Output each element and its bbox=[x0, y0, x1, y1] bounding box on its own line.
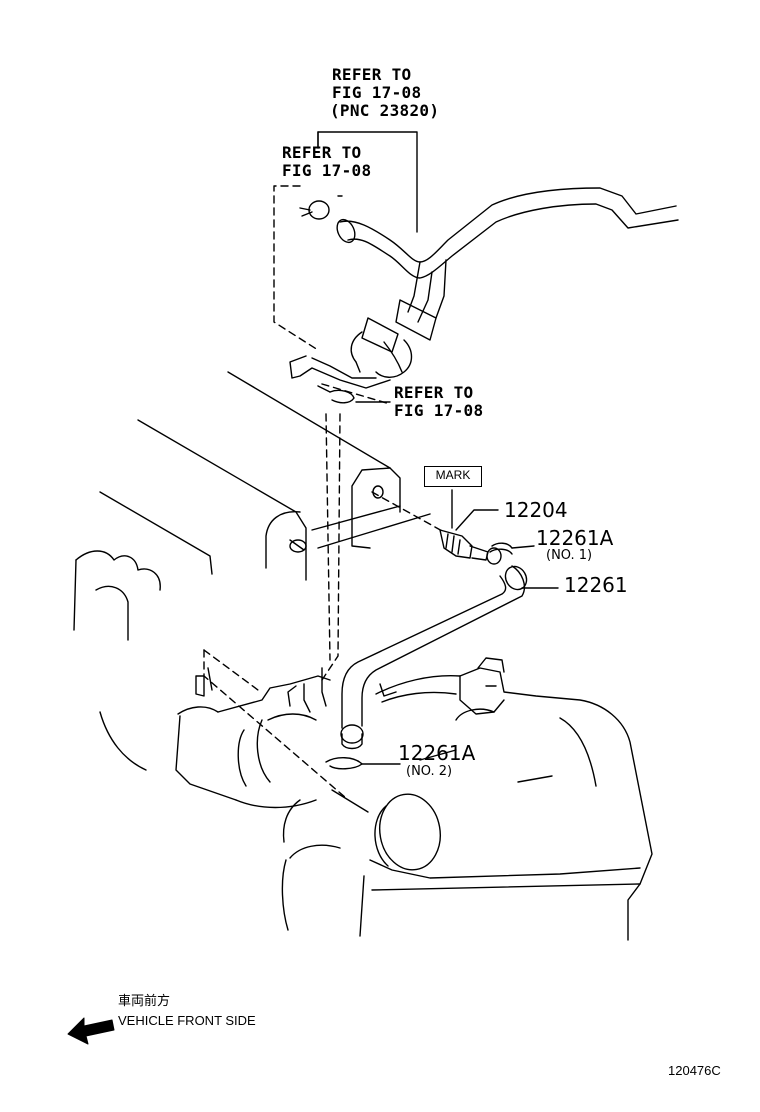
top-reference-leader bbox=[317, 131, 418, 233]
hose-assembly-upper bbox=[289, 187, 679, 389]
part-note-no2: (NO. 2) bbox=[406, 764, 453, 779]
side-reference-line1: REFER TO bbox=[394, 383, 474, 402]
part-number-12261a-no2: 12261A bbox=[398, 741, 476, 765]
top-reference-line3: (PNC 23820) bbox=[330, 101, 440, 120]
front-arrow-icon bbox=[67, 1017, 115, 1045]
engine-cover bbox=[99, 371, 431, 581]
hose-clip-upper bbox=[299, 200, 330, 220]
vehicle-front-label-en: VEHICLE FRONT SIDE bbox=[118, 1013, 256, 1028]
vehicle-front-label-jp: 車両前方 bbox=[118, 993, 171, 1008]
side-reference-line2: FIG 17-08 bbox=[394, 401, 484, 420]
mark-label: MARK bbox=[424, 466, 482, 487]
throttle-body bbox=[73, 550, 397, 809]
part-number-12204: 12204 bbox=[504, 498, 568, 522]
clip-no2 bbox=[325, 757, 401, 770]
part-number-12261a-no1: 12261A bbox=[536, 526, 614, 550]
clip-no1 bbox=[486, 542, 535, 565]
hose-clip-side bbox=[317, 385, 391, 404]
top-reference-line1: REFER TO bbox=[332, 65, 412, 84]
figure-id: 120476C bbox=[668, 1063, 721, 1078]
part-number-12261: 12261 bbox=[564, 573, 628, 597]
intake-assembly bbox=[281, 657, 653, 941]
top-reference-line2: FIG 17-08 bbox=[332, 83, 422, 102]
ventilation-hose bbox=[340, 565, 559, 750]
clip-reference-line2: FIG 17-08 bbox=[282, 161, 372, 180]
part-note-no1: (NO. 1) bbox=[546, 548, 593, 563]
clip-reference-line1: REFER TO bbox=[282, 143, 362, 162]
